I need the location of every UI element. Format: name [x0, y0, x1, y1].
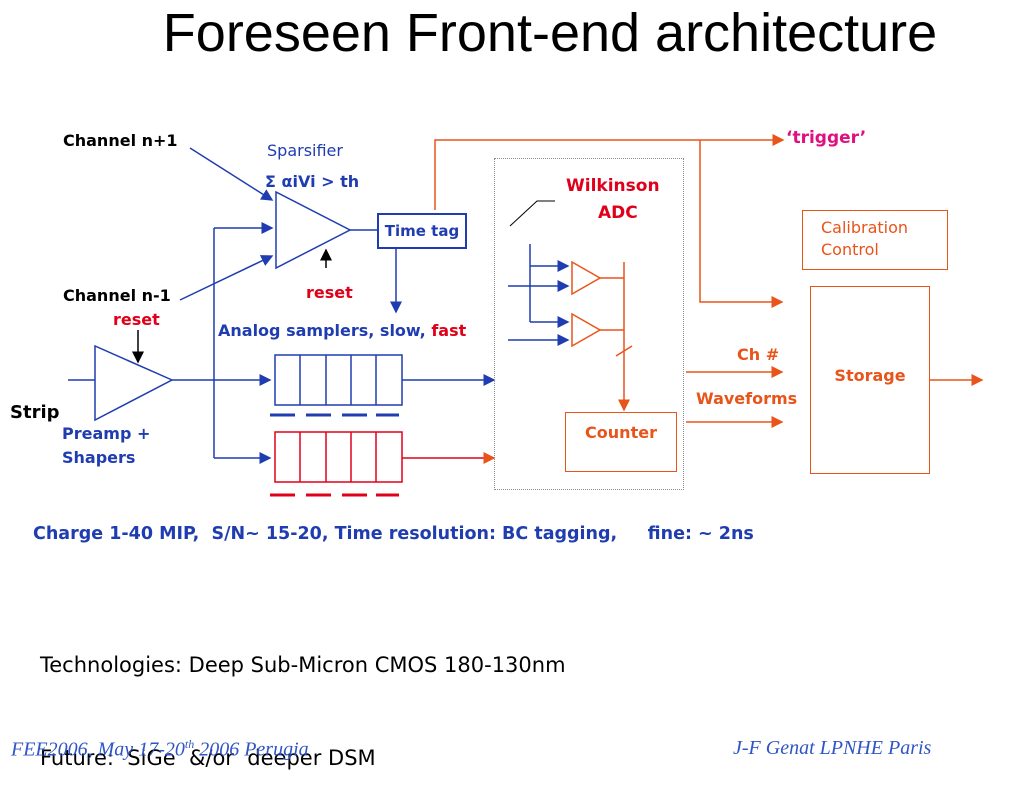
- footer-left: FEE2006, May 17-20th 2006 Perugia: [11, 737, 309, 762]
- counter-box: Counter: [565, 412, 677, 472]
- sparsifier-triangle: [275, 190, 352, 270]
- label-preamp: Preamp +: [62, 424, 151, 443]
- label-channel-n-minus-1: Channel n-1: [63, 286, 171, 305]
- analog-samplers-fast: fast: [431, 321, 467, 340]
- label-analog-samplers: Analog samplers, slow, fast: [218, 321, 466, 340]
- label-channel-n-plus-1: Channel n+1: [63, 131, 178, 150]
- preamp-triangle: [94, 344, 174, 422]
- diagram-wiring: [68, 134, 984, 497]
- comparator-1: [571, 260, 602, 296]
- label-shapers: Shapers: [62, 448, 136, 467]
- storage-box: Storage: [810, 286, 930, 474]
- ramp-icon: [509, 200, 555, 227]
- storage-label: Storage: [834, 365, 906, 385]
- label-waveforms: Waveforms: [696, 389, 798, 408]
- comparator-2: [571, 312, 602, 348]
- slide-title: Foreseen Front-end architecture: [162, 3, 938, 63]
- label-ch-number: Ch #: [737, 345, 780, 364]
- label-sparsifier: Sparsifier: [267, 141, 343, 160]
- summary-line: Charge 1-40 MIP, S/N~ 15-20, Time resolu…: [33, 524, 754, 544]
- label-reset-sparsifier: reset: [306, 283, 353, 302]
- red-sampler-array: [274, 431, 403, 483]
- label-wilkinson: Wilkinson: [566, 176, 660, 196]
- wilkinson-adc-block: [494, 158, 684, 490]
- footer-left-suffix: 2006 Perugia: [194, 738, 309, 761]
- calibration-line2: Control: [821, 240, 879, 259]
- technologies-block: Technologies: Deep Sub-Micron CMOS 180-1…: [40, 588, 566, 805]
- analog-samplers-text: Analog samplers, slow,: [218, 321, 432, 340]
- technologies-line: Technologies: Deep Sub-Micron CMOS 180-1…: [40, 653, 566, 677]
- label-adc: ADC: [598, 203, 638, 223]
- calibration-line1: Calibration: [821, 218, 909, 237]
- footer-left-prefix: FEE2006, May 17-20: [11, 738, 185, 761]
- footer-right: J-F Genat LPNHE Paris: [733, 737, 932, 759]
- calibration-control-box: Calibration Control: [802, 210, 948, 270]
- blue-sampler-array: [274, 354, 403, 406]
- label-strip: Strip: [10, 402, 60, 423]
- label-trigger: ‘trigger’: [786, 128, 867, 148]
- label-sum-formula: Σ αiVi > th: [265, 172, 360, 191]
- label-reset-preamp: reset: [113, 310, 160, 329]
- footer-left-sup: th: [184, 737, 195, 751]
- counter-label: Counter: [585, 423, 657, 442]
- time-tag-box: Time tag: [377, 213, 467, 249]
- time-tag-label: Time tag: [384, 222, 460, 240]
- future-line: Future: SiGe &/or deeper DSM: [40, 746, 376, 770]
